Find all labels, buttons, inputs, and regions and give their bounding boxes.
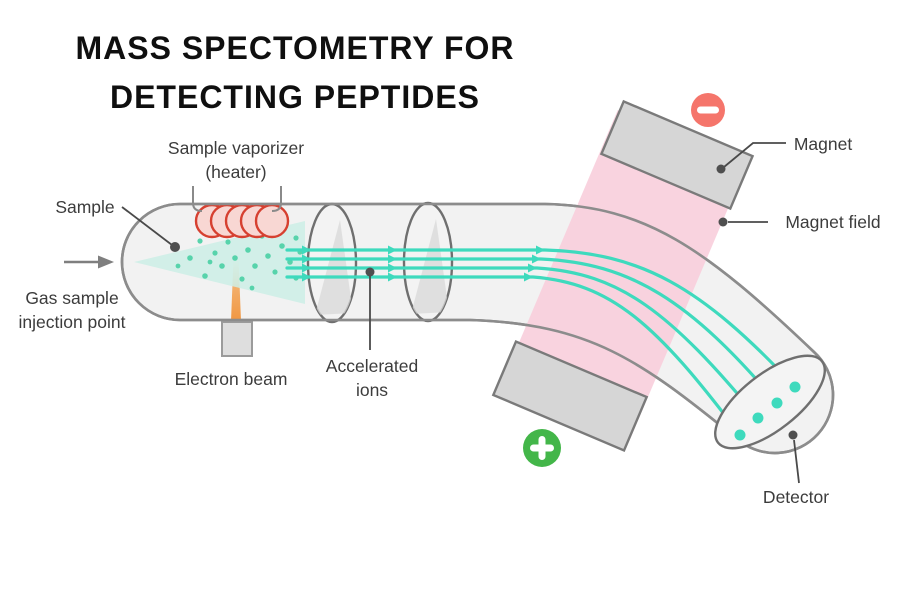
page-title: MASS SPECTOMETRY FOR DETECTING PEPTIDES [60, 24, 530, 122]
title-line-1: MASS SPECTOMETRY FOR [75, 30, 515, 66]
ion-beams [285, 245, 797, 437]
minus-icon [691, 93, 725, 127]
detector-plate [714, 354, 826, 450]
leader-lines [121, 142, 800, 484]
label-accelerated-ions: Accelerated ions [325, 356, 419, 400]
beam-arrowheads [302, 245, 545, 282]
label-sample-vaporizer: Sample vaporizer (heater) [167, 138, 305, 182]
accelerator-lens-1 [306, 202, 358, 324]
label-electron-beam: Electron beam [174, 369, 288, 389]
label-magnet-field: Magnet field [785, 212, 881, 232]
gas-injection-arrow [64, 255, 114, 269]
plus-icon [523, 429, 561, 467]
label-sample: Sample [55, 197, 115, 217]
label-magnet: Magnet [793, 134, 853, 154]
sample-spray-cone [134, 221, 305, 304]
vaporizer-coil [194, 203, 290, 239]
label-gas-injection: Gas sample injection point [18, 288, 126, 332]
magnet-bottom [491, 339, 649, 453]
electron-gun [221, 321, 253, 357]
accelerator-lens-2 [402, 201, 454, 323]
title-line-2: DETECTING PEPTIDES [109, 79, 481, 115]
magnet-top [599, 99, 755, 211]
label-detector: Detector [762, 487, 830, 507]
